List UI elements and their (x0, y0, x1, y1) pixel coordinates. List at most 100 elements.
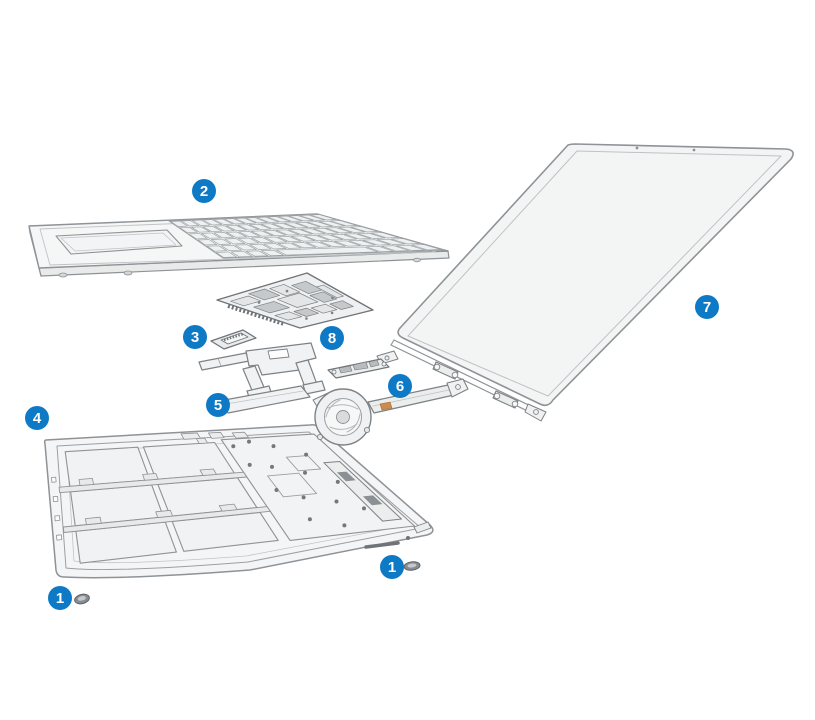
case-screw-boss (334, 499, 339, 504)
keyboard-key (330, 233, 358, 240)
keyboard-key (206, 245, 228, 252)
hinge-end-piece (524, 403, 547, 422)
keyboard-key (410, 244, 442, 251)
daughterboard (327, 358, 390, 379)
display-assembly (376, 143, 794, 422)
keyboard-key (245, 250, 269, 257)
callout-6: 6 (388, 374, 412, 398)
keyboard-key (256, 216, 280, 223)
rim-bracket (207, 431, 225, 439)
pcb-component (329, 300, 354, 310)
keyboard-key (380, 245, 410, 252)
callout-5: 5 (206, 393, 230, 417)
keyboard-key (300, 228, 326, 235)
hinge-screw-hole (384, 355, 390, 361)
case-screw-boss (304, 452, 309, 457)
keyboard-key (318, 220, 346, 227)
side-port (56, 534, 63, 541)
keyboard-key (277, 215, 303, 222)
keyboard-key (197, 239, 218, 246)
keyboard-key (319, 241, 346, 248)
keyboard-key (272, 222, 296, 229)
keyboard-key (260, 249, 284, 256)
strap-tab (78, 477, 94, 486)
pcb-dot (330, 311, 334, 315)
case-screw-boss (247, 462, 252, 467)
keyboard-key (299, 214, 325, 221)
pcb-dot (257, 301, 261, 304)
bottom-case-inner-rim (56, 431, 422, 571)
keyboard-key (237, 224, 260, 231)
pcb-component (230, 295, 262, 307)
keyboard-key (395, 244, 426, 251)
callout-1: 1 (48, 586, 72, 610)
keyboard-key (181, 220, 200, 227)
rail-block (336, 471, 356, 482)
module-socket (220, 332, 249, 345)
keyboard-key (277, 236, 302, 243)
keyboard-key (275, 246, 379, 256)
midplate-cutout (285, 455, 322, 472)
keyboard-key (224, 218, 246, 225)
pcb-dot (305, 317, 308, 320)
board-screw-hole (381, 361, 387, 367)
blade-crease (225, 390, 304, 405)
callout-4: 4 (25, 406, 49, 430)
callout-2: 2 (192, 179, 216, 203)
case-screw-boss (247, 439, 251, 444)
display-bezel-line (407, 150, 782, 397)
keyboard-key (291, 242, 317, 249)
keyboard-key (350, 226, 379, 233)
keyboard-key (250, 237, 274, 244)
keyboard-key (330, 220, 358, 227)
hinge-knuckle (493, 392, 501, 400)
keyboard-key (225, 231, 247, 238)
trackpad (55, 229, 183, 255)
case-screw-boss (342, 523, 347, 528)
hinge-rail-line (393, 339, 544, 413)
case-screw-boss (271, 444, 276, 449)
rubber-feet (74, 561, 421, 605)
callout-3: 3 (183, 325, 207, 349)
keyboard-key (264, 236, 288, 243)
thermal-pad (379, 401, 393, 411)
strap-tab (85, 516, 102, 526)
hinge-knuckle (433, 363, 441, 371)
keyboard-key (266, 216, 291, 223)
pcb-component (277, 292, 319, 308)
fan-blade (325, 399, 341, 418)
rim-bracket (195, 437, 209, 444)
case-screw-boss (301, 495, 306, 500)
side-port (54, 515, 61, 522)
rim-bracket (231, 431, 249, 439)
keyboard-key (337, 226, 366, 233)
deck-foot (58, 272, 68, 278)
board-component (352, 361, 369, 371)
keyboard-key (277, 242, 302, 249)
strap-tab (142, 473, 159, 481)
keyboard-key (283, 222, 309, 229)
fan-blade (346, 413, 361, 433)
keyboard-key (191, 226, 211, 233)
pcb-component (269, 284, 300, 297)
keyboard-key (248, 223, 272, 230)
hinge-screw-hole (533, 409, 539, 415)
keyboard-key (290, 235, 316, 242)
keyboard-key (235, 244, 257, 251)
board-component (338, 365, 353, 374)
keyboard-key (263, 243, 287, 250)
keyboard-key (250, 230, 274, 237)
keyboard-key (220, 244, 242, 251)
case-screw-boss (335, 479, 340, 484)
bottom-case (43, 424, 434, 579)
keyboard-key (224, 238, 246, 245)
keyboard-key (325, 227, 352, 234)
keyboard-key (202, 225, 223, 233)
keyboard-key (200, 232, 221, 239)
module-pins (223, 332, 244, 342)
edge-connector-teeth (227, 304, 285, 326)
keyboard-key (230, 251, 253, 258)
memory-module (210, 329, 257, 350)
keyboard-key (362, 239, 391, 246)
